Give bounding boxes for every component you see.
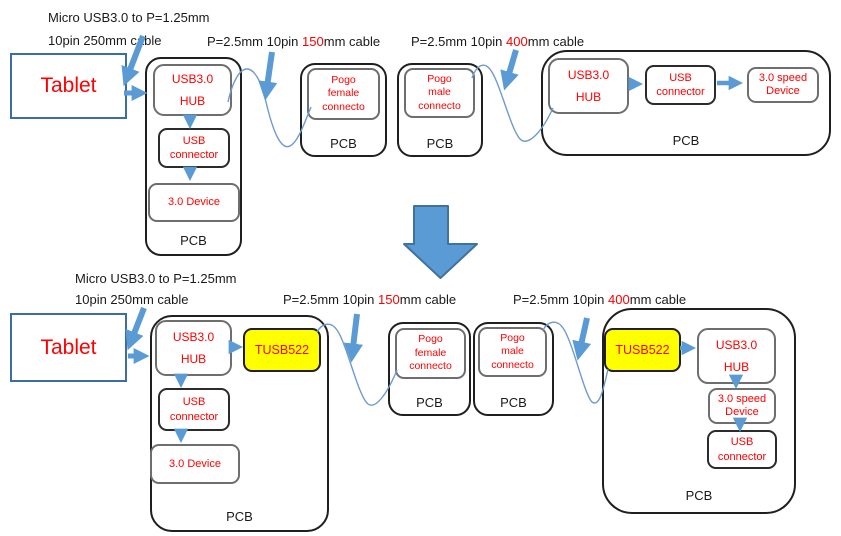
cable-label-prefix: P=2.5mm 10pin (513, 292, 609, 307)
cable-label-length: 400 (506, 34, 528, 49)
big-down-arrow (403, 205, 478, 279)
pcb-label: PCB (180, 233, 207, 248)
top-tablet-box: Tablet (10, 53, 127, 119)
top-cable-150-label: P=2.5mm 10pin 150mm cable (207, 34, 380, 49)
top-usb-connector-box: USB connector (158, 128, 230, 168)
cable-label-suffix: mm cable (629, 292, 687, 307)
pcb-label: PCB (685, 488, 713, 503)
pcb-label: PCB (426, 136, 454, 151)
cable-wave-bottom-150mm (316, 323, 398, 406)
bottom-cable-400-label: P=2.5mm 10pin 400mm cable (513, 292, 686, 307)
cable-label-suffix: mm cable (527, 34, 585, 49)
pcb-label: PCB (330, 136, 357, 151)
bottom-usb3-hub-box: USB3.0 HUB (155, 320, 232, 376)
pcb-label: PCB (672, 133, 700, 148)
cable-label-suffix: mm cable (323, 34, 381, 49)
bottom-tablet-box: Tablet (10, 313, 127, 382)
bottom-usb-connector-box: USB connector (158, 388, 230, 431)
bottom-note-line1: Micro USB3.0 to P=1.25mm (75, 271, 237, 286)
bottom-pogo-male-box: Pogo male connecto (478, 327, 547, 377)
bottom-cable-150-label: P=2.5mm 10pin 150mm cable (283, 292, 456, 307)
bottom-tusb522-box-right: TUSB522 (604, 328, 681, 372)
top-pogo-female-box: Pogo female connecto (307, 68, 380, 120)
bottom-tusb522-box-left: TUSB522 (243, 328, 321, 372)
bottom-30-device-box: 3.0 Device (150, 444, 240, 484)
bottom-pogo-female-box: Pogo female connecto (395, 328, 466, 379)
cable-label-prefix: P=2.5mm 10pin (207, 34, 303, 49)
bottom-right-30-speed-device-box: 3.0 speed Device (708, 388, 776, 424)
cable-label-suffix: mm cable (399, 292, 457, 307)
cable-label-length: 150 (378, 292, 400, 307)
cable-label-length: 150 (302, 34, 324, 49)
cable-label-length: 400 (608, 292, 630, 307)
bottom-right-usb3-hub-box: USB3.0 HUB (697, 328, 776, 384)
pcb-label: PCB (500, 395, 527, 410)
pcb-label: PCB (226, 509, 253, 524)
top-right-usb3-hub-box: USB3.0 HUB (548, 58, 629, 114)
pcb-label: PCB (416, 395, 443, 410)
top-note-line2: 10pin 250mm cable (48, 33, 162, 48)
top-30-device-box: 3.0 Device (148, 183, 240, 222)
top-right-30-speed-device-box: 3.0 speed Device (747, 67, 819, 103)
cable-label-prefix: P=2.5mm 10pin (283, 292, 379, 307)
top-cable-400-label: P=2.5mm 10pin 400mm cable (411, 34, 584, 49)
top-right-usb-connector-box: USB connector (645, 65, 716, 105)
bottom-right-usb-connector-box: USB connector (707, 430, 777, 469)
cable-label-prefix: P=2.5mm 10pin (411, 34, 507, 49)
top-note-line1: Micro USB3.0 to P=1.25mm (48, 10, 210, 25)
bottom-note-line2: 10pin 250mm cable (75, 292, 189, 307)
top-usb3-hub-box: USB3.0 HUB (153, 64, 232, 116)
top-pogo-male-box: Pogo male connecto (404, 68, 475, 118)
